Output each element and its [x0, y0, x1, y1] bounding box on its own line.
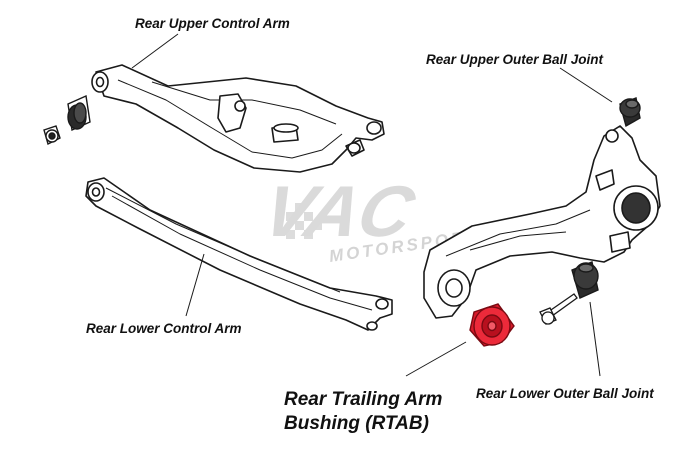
leader-rtab: [405, 341, 467, 377]
upper-arm-bushing-drawing: [67, 94, 91, 132]
upper-arm-nut-drawing: [43, 125, 61, 146]
rear-upper-control-arm-drawing: [91, 64, 385, 173]
leader-lines: [131, 33, 613, 377]
rtab-bushing-drawing: [469, 303, 515, 347]
watermark-brand: VAC: [255, 172, 423, 252]
leader-upper-outer-ball-joint: [559, 67, 613, 103]
rear-knuckle-drawing: [423, 125, 661, 319]
leader-upper-control-arm: [131, 33, 179, 69]
label-rear-upper-control-arm: Rear Upper Control Arm: [135, 16, 290, 31]
leader-lower-outer-ball-joint: [589, 301, 601, 377]
leader-lower-control-arm: [185, 253, 205, 317]
upper-outer-ball-joint-drawing: [619, 97, 641, 128]
rear-lower-control-arm-drawing: [85, 177, 393, 331]
label-rtab-line2: Bushing (RTAB): [284, 413, 429, 434]
label-rear-upper-outer-ball-joint: Rear Upper Outer Ball Joint: [426, 52, 604, 67]
label-rtab-line1: Rear Trailing Arm: [284, 389, 443, 410]
bolt-drawing: [539, 293, 578, 325]
label-rear-lower-control-arm: Rear Lower Control Arm: [86, 321, 242, 336]
lower-outer-ball-joint-drawing: [571, 261, 599, 299]
label-rear-lower-outer-ball-joint: Rear Lower Outer Ball Joint: [476, 386, 654, 401]
checker-flag-icon: [286, 203, 322, 239]
